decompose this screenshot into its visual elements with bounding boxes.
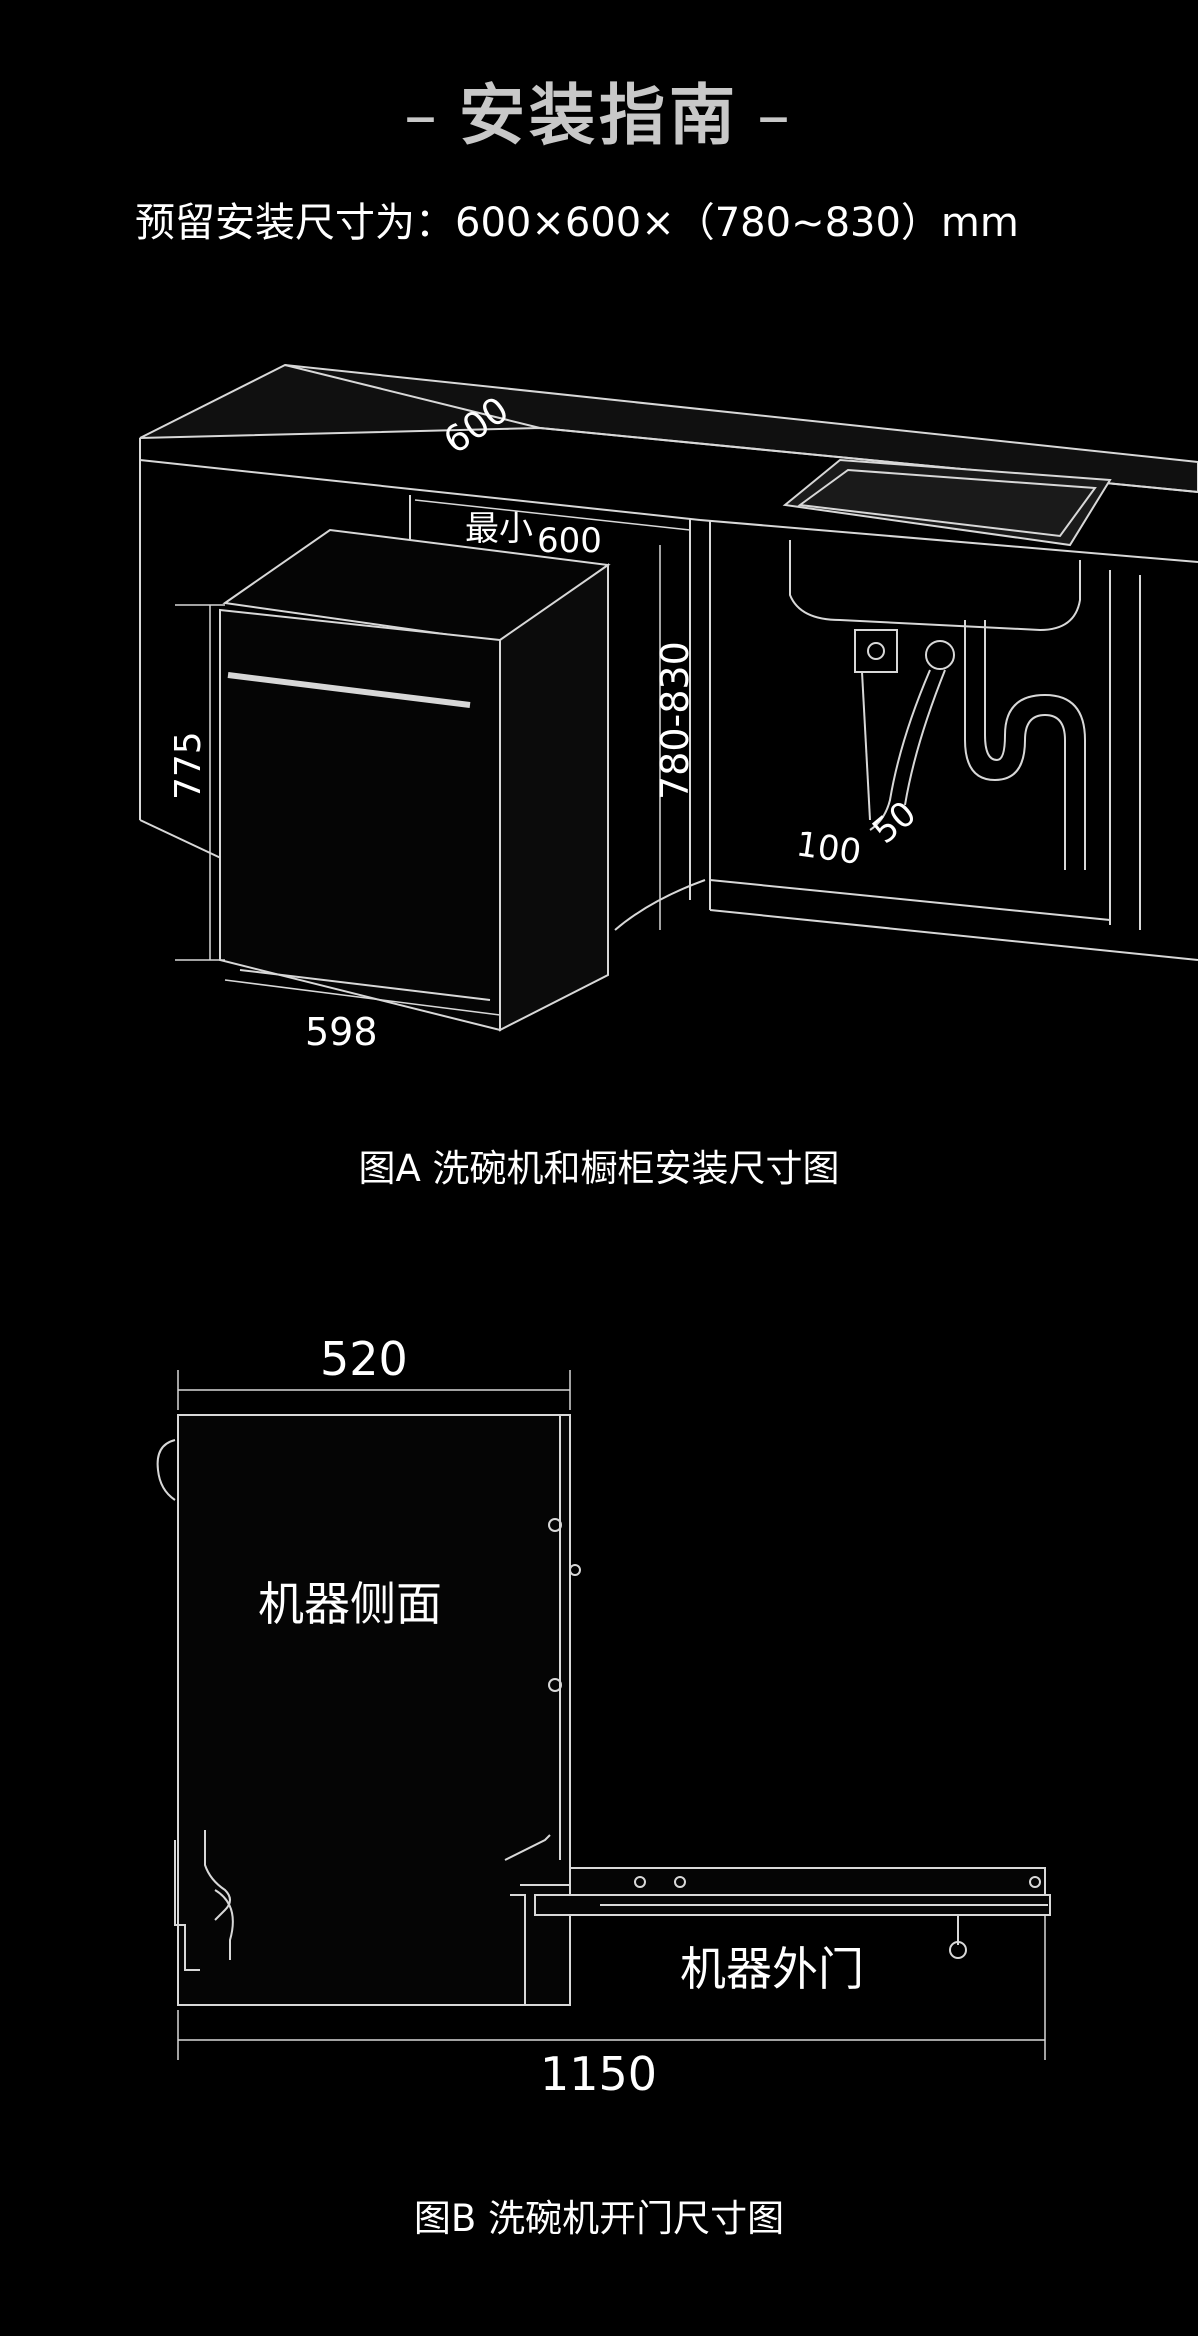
- dim-depth-520: 520: [320, 1332, 408, 1386]
- title-dash-left: –: [404, 77, 441, 154]
- dim-machine-height: 775: [168, 731, 209, 800]
- dim-machine-width: 598: [305, 1010, 378, 1054]
- cabinet-outline: [139, 363, 1198, 961]
- dim-open-length-1150: 1150: [540, 2047, 657, 2101]
- figure-b-caption: 图B 洗碗机开门尺寸图: [413, 2197, 785, 2240]
- sink: [782, 458, 1112, 632]
- title-dash-right: –: [757, 77, 794, 154]
- dimension-lines: [175, 499, 691, 1016]
- plumbing: [614, 620, 1086, 931]
- dim-hose-100: 100: [794, 824, 864, 873]
- figure-a-diagram: 600 最小 600 780-830 775 598 100 50: [139, 363, 1198, 1054]
- figure-a-caption: 图A 洗碗机和橱柜安装尺寸图: [358, 1147, 840, 1190]
- dimension-lines-b: [177, 1370, 1046, 2060]
- title-text: 安装指南: [459, 77, 739, 154]
- page-title: –安装指南–: [0, 62, 1198, 158]
- dim-min-width-600: 600: [537, 521, 602, 561]
- dishwasher-side-outline: [156, 1414, 581, 2006]
- figure-b-diagram: 520 机器侧面 机器外门 1150: [156, 1332, 1051, 2101]
- dim-min-label: 最小: [465, 509, 533, 549]
- reserved-size-text: 预留安装尺寸为：600×600×（780~830）mm: [135, 200, 1019, 246]
- machine-door-label: 机器外门: [680, 1942, 864, 1996]
- dim-height-range: 780-830: [653, 641, 697, 800]
- dim-hose-50: 50: [865, 793, 924, 851]
- open-door: [534, 1867, 1051, 1959]
- machine-side-label: 机器侧面: [258, 1577, 442, 1631]
- dishwasher: [219, 528, 611, 1032]
